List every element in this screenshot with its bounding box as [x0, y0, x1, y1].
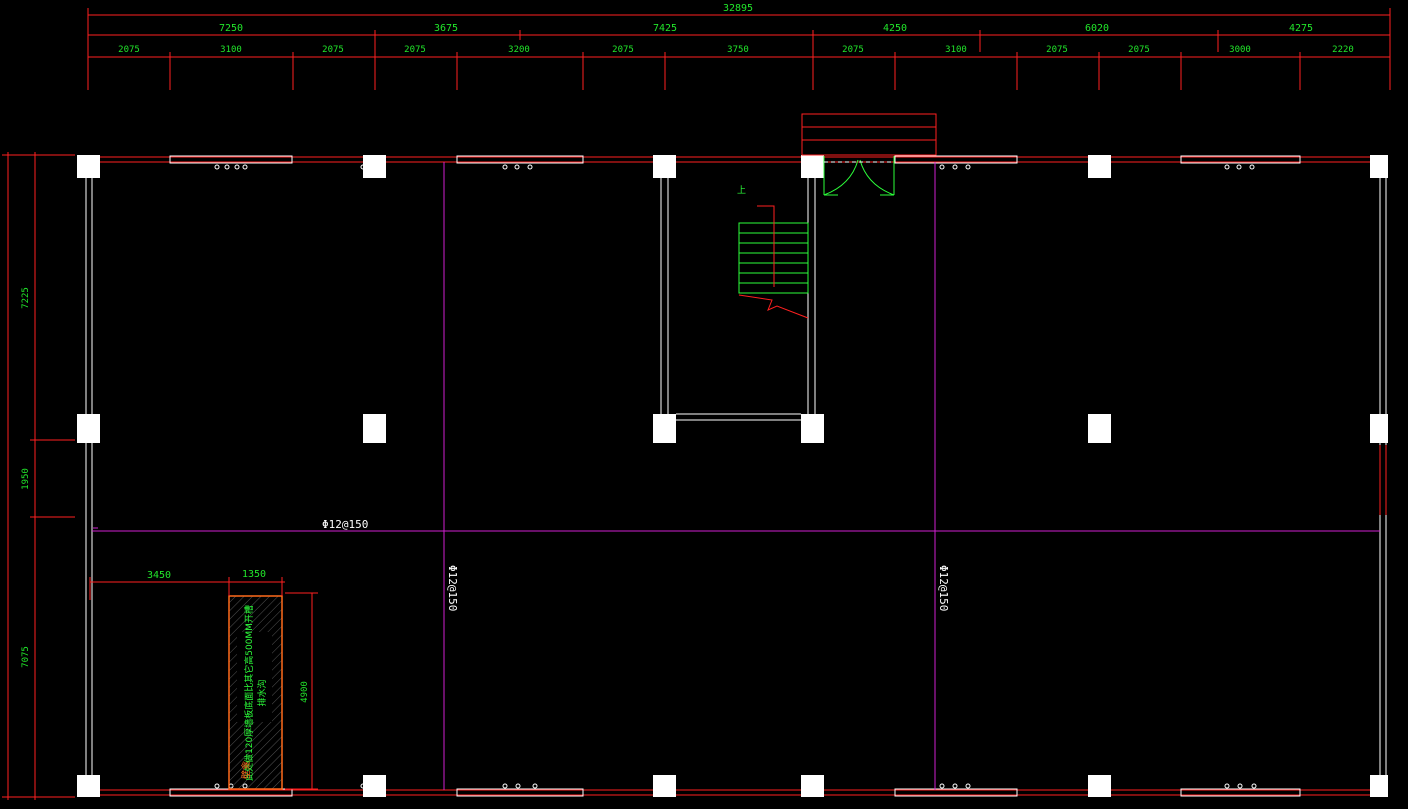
- dim-label: 4250: [883, 23, 907, 34]
- dim-label: 7075: [21, 646, 31, 668]
- structural-columns: [77, 155, 1388, 797]
- top-dims-row1: 7250 3675 7425 4250 6020 4275: [219, 23, 1313, 34]
- dim-label: 4275: [1289, 23, 1313, 34]
- dim-label: 3200: [508, 45, 530, 55]
- exterior-walls: [85, 155, 1387, 797]
- dim-label: 3000: [1229, 45, 1251, 55]
- window-markers: [214, 164, 1257, 789]
- top-dimension-chain: [87, 8, 1391, 90]
- dim-label: 2075: [842, 45, 864, 55]
- pit-offset-dim: 3450: [147, 570, 171, 581]
- rebar-vertical-left-label: Φ12@150: [446, 565, 459, 611]
- pit-length-dim: 4900: [300, 681, 310, 703]
- entrance-door: [823, 156, 895, 196]
- dim-label: 7250: [219, 23, 243, 34]
- dim-label: 6020: [1085, 23, 1109, 34]
- stair-core: 上: [660, 178, 816, 421]
- dim-label: 3100: [220, 45, 242, 55]
- dim-label: 7425: [653, 23, 677, 34]
- pit-note-line2: 排水沟: [256, 679, 268, 706]
- stair-arrow: [738, 205, 809, 319]
- rebar-lines: [92, 162, 1380, 790]
- dim-label: 1950: [21, 468, 31, 490]
- stair-label: 上: [737, 185, 746, 196]
- dim-label: 7225: [21, 287, 31, 309]
- dim-label: 2075: [404, 45, 426, 55]
- rebar-vertical-right-label: Φ12@150: [937, 565, 950, 611]
- dim-label: 2075: [1046, 45, 1068, 55]
- dim-label: 2075: [322, 45, 344, 55]
- entrance-canopy: [801, 113, 937, 156]
- dim-label: 2220: [1332, 45, 1354, 55]
- dim-label: 2075: [118, 45, 140, 55]
- rebar-horizontal-label: Φ12@150: [322, 518, 368, 531]
- dim-label: 2075: [1128, 45, 1150, 55]
- dim-label: 3675: [434, 23, 458, 34]
- top-dims-row2: 2075 3100 2075 2075 3200 2075 3750 2075 …: [118, 45, 1354, 55]
- dim-label: 3750: [727, 45, 749, 55]
- drainage-pit: [228, 595, 283, 790]
- pit-label: 壁龛: [240, 761, 252, 779]
- pit-width-dim: 1350: [242, 569, 266, 580]
- pit-dimension-lines: [89, 577, 318, 790]
- left-dimension-chain: [2, 152, 75, 800]
- pit-note: 此处做120厚墙板底面比其它高500MM开槽: [243, 605, 255, 781]
- dim-label: 2075: [612, 45, 634, 55]
- dim-label: 3100: [945, 45, 967, 55]
- overall-dimension-label: 32895: [723, 3, 753, 14]
- left-dims: 7225 1950 7075: [21, 287, 31, 668]
